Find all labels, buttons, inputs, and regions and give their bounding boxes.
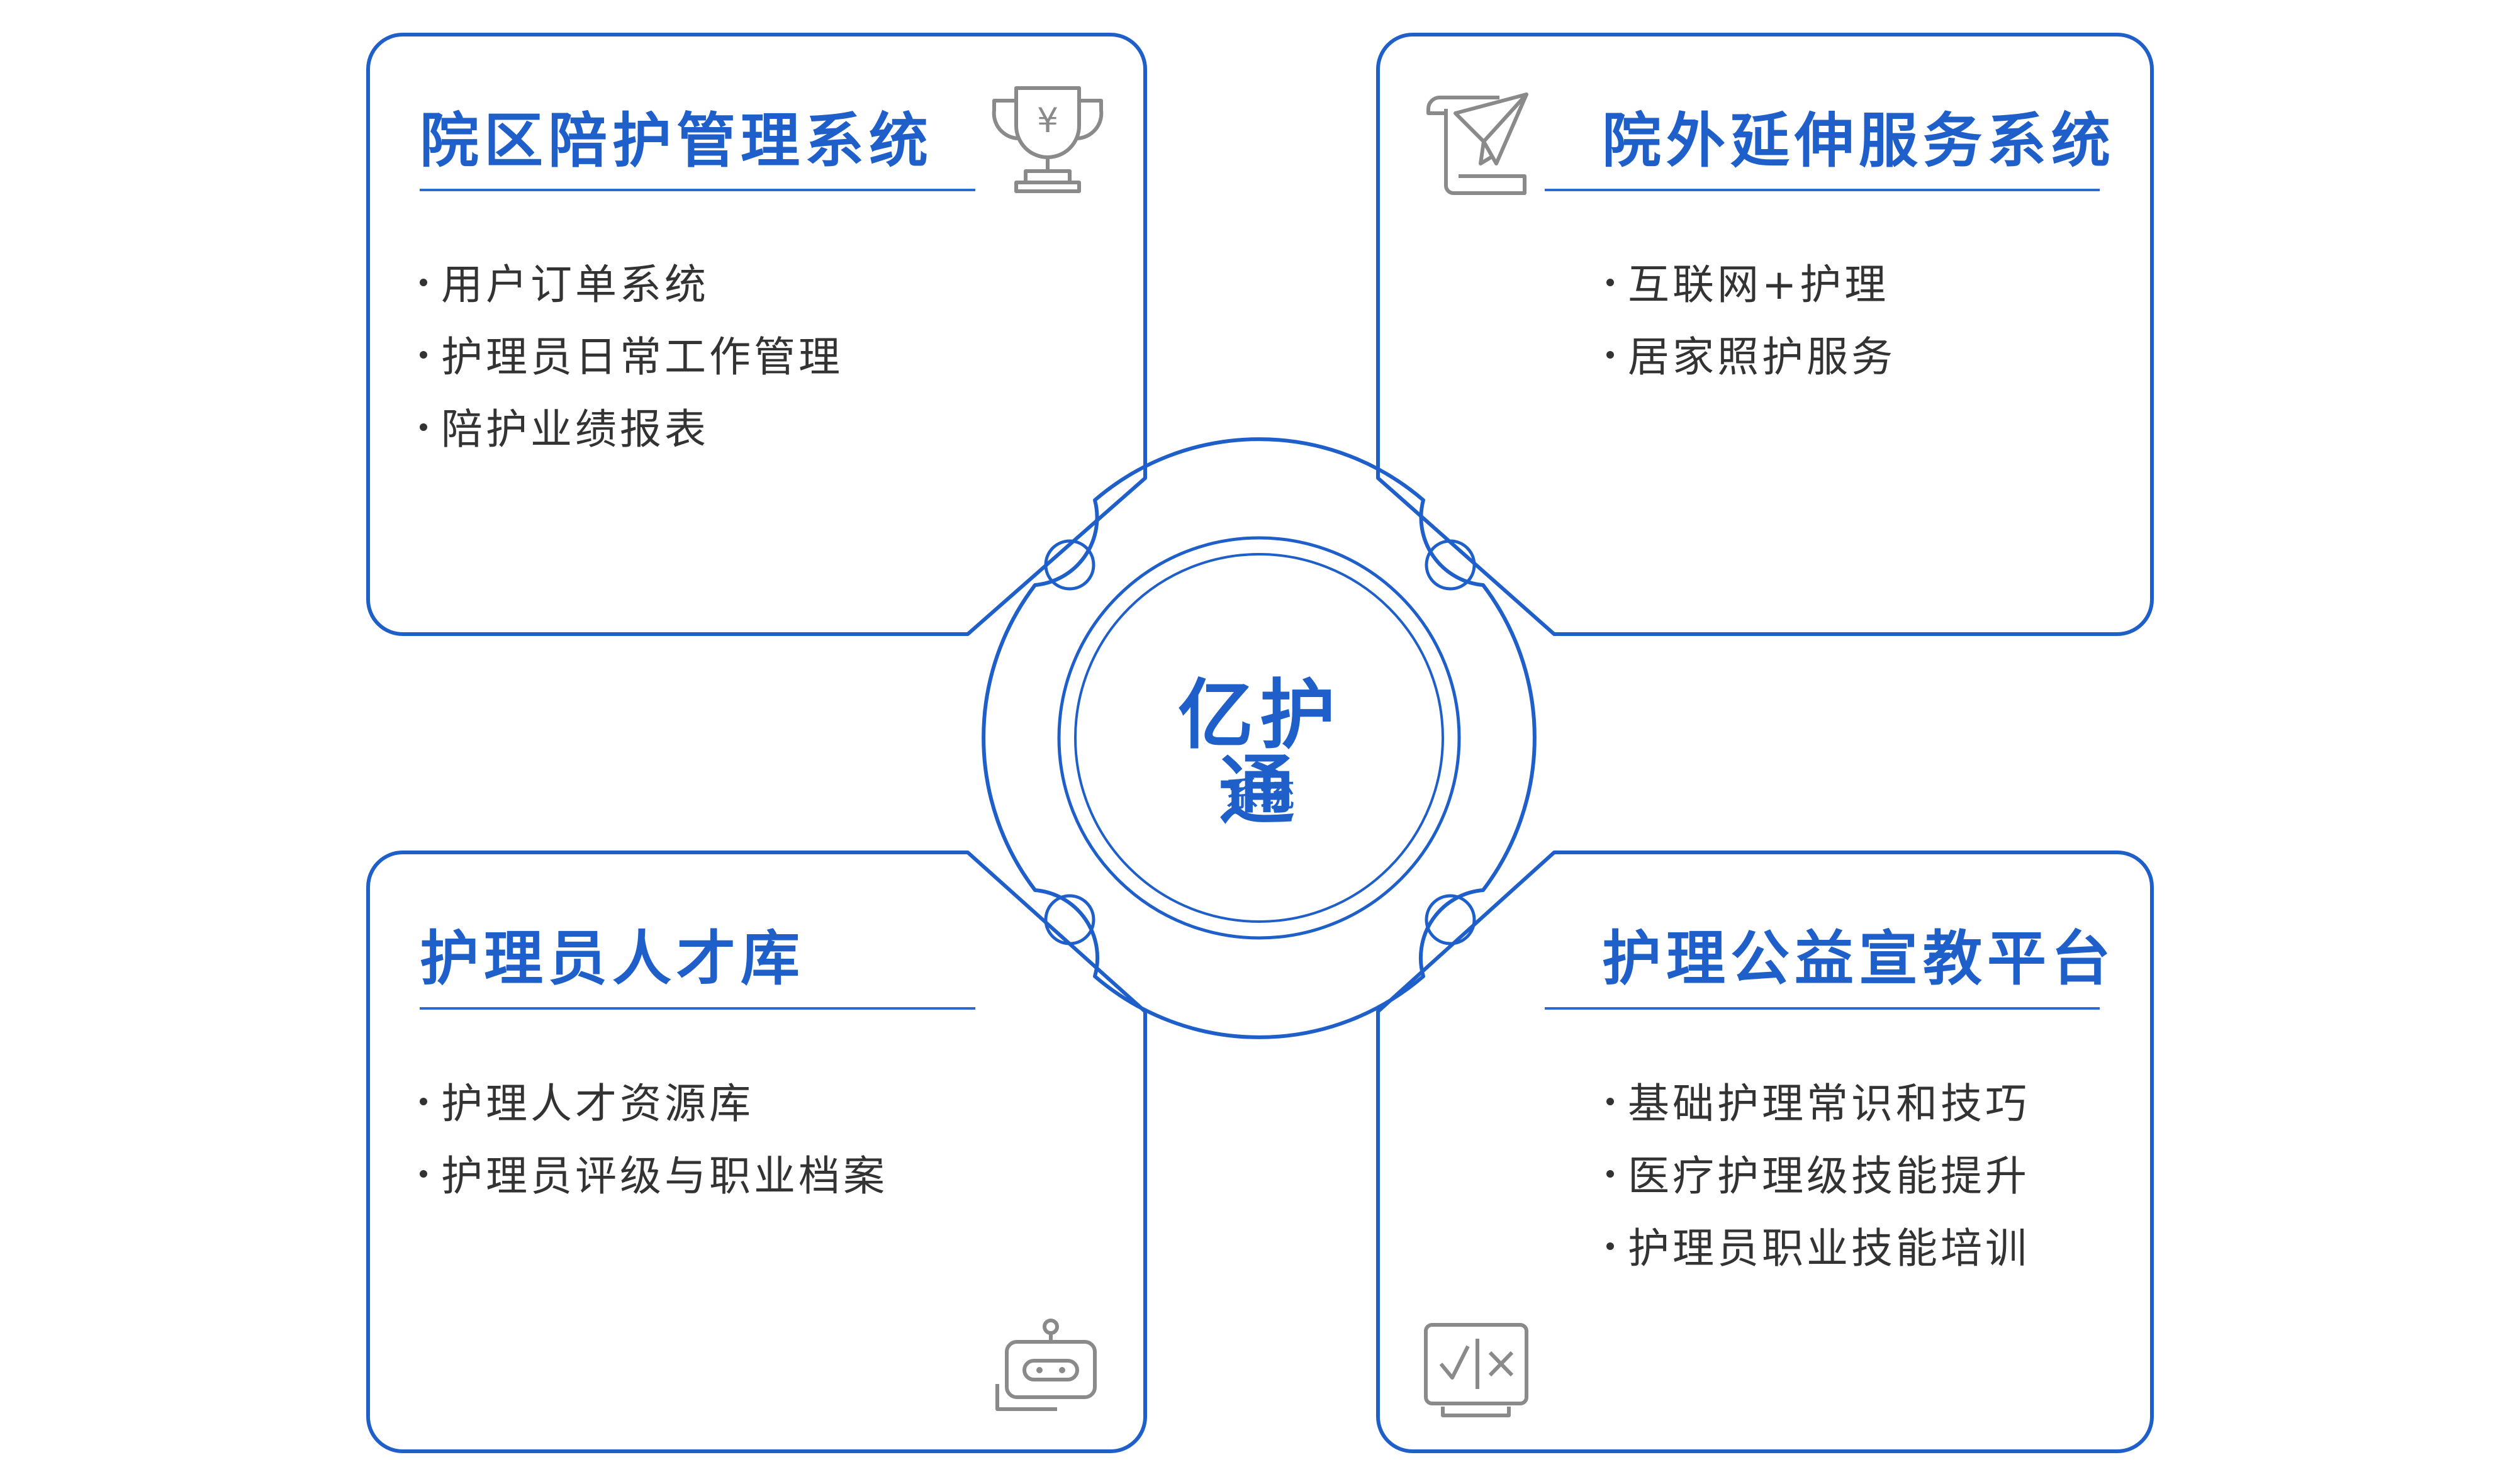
bullet-icon — [420, 1097, 427, 1105]
connector-dot-bottom-right — [1425, 894, 1476, 946]
hub-circle-inner — [1074, 553, 1444, 923]
hub-outline — [982, 437, 1537, 1039]
panel-bottom-right-title: 护理公益宣教平台 — [1602, 925, 2116, 993]
list-item: 医疗护理级技能提升 — [1606, 1156, 2030, 1228]
svg-text:¥: ¥ — [1037, 101, 1058, 140]
list-item: 护理人才资源库 — [420, 1083, 888, 1156]
panel-top-left-list: 用户订单系统 护理员日常工作管理 陪护业绩报表 — [420, 264, 843, 481]
bullet-icon — [1606, 1242, 1614, 1250]
panel-bottom-left-divider — [420, 1007, 975, 1010]
list-item: 护理员评级与职业档案 — [420, 1156, 888, 1228]
list-item: 基础护理常识和技巧 — [1606, 1083, 2030, 1156]
panel-top-right-title: 院外延伸服务系统 — [1602, 107, 2116, 176]
connector-dot-top-left — [1044, 539, 1095, 591]
panel-top-right-list: 互联网+护理 居家照护服务 — [1606, 264, 1896, 409]
list-item: 护理员日常工作管理 — [420, 337, 843, 409]
bullet-icon — [420, 278, 427, 286]
panel-bottom-left-title: 护理员人才库 — [420, 925, 805, 993]
paper-plane-scroll-icon — [1426, 92, 1528, 195]
bullet-icon — [420, 350, 427, 359]
list-item: 用户订单系统 — [420, 264, 843, 337]
panel-bottom-right-list: 基础护理常识和技巧 医疗护理级技能提升 护理员职业技能培训 — [1606, 1083, 2030, 1300]
bullet-icon — [420, 423, 427, 431]
list-item: 居家照护服务 — [1606, 337, 1896, 409]
panel-top-right-divider — [1545, 189, 2100, 191]
list-item: 护理员职业技能培训 — [1606, 1228, 2030, 1300]
robot-icon — [995, 1319, 1097, 1411]
panel-bottom-right-border — [1376, 851, 2154, 1453]
bullet-icon — [1606, 278, 1614, 286]
panel-top-right-border — [1376, 33, 2154, 636]
list-item: 互联网+护理 — [1606, 264, 1896, 337]
bullet-icon — [1606, 350, 1614, 359]
panel-top-left-title: 院区陪护管理系统 — [420, 107, 934, 176]
bullet-icon — [420, 1169, 427, 1178]
connector-dot-bottom-left — [1044, 894, 1095, 946]
check-cross-board-icon — [1424, 1323, 1528, 1417]
panel-top-left-divider — [420, 189, 975, 191]
hub-subtitle: 系统 — [1224, 774, 1295, 815]
connector-dot-top-right — [1425, 539, 1476, 591]
hub-title: 亿护通 — [1178, 672, 1342, 835]
list-item: 陪护业绩报表 — [420, 409, 843, 481]
panel-bottom-left-list: 护理人才资源库 护理员评级与职业档案 — [420, 1083, 888, 1228]
hub-circle-outer — [1057, 536, 1461, 940]
bullet-icon — [1606, 1097, 1614, 1105]
trophy-icon: ¥ — [992, 86, 1104, 193]
bullet-icon — [1606, 1169, 1614, 1178]
panel-top-left-border — [366, 33, 1147, 636]
panel-bottom-left-border — [366, 851, 1147, 1453]
panel-bottom-right-divider — [1545, 1007, 2100, 1010]
